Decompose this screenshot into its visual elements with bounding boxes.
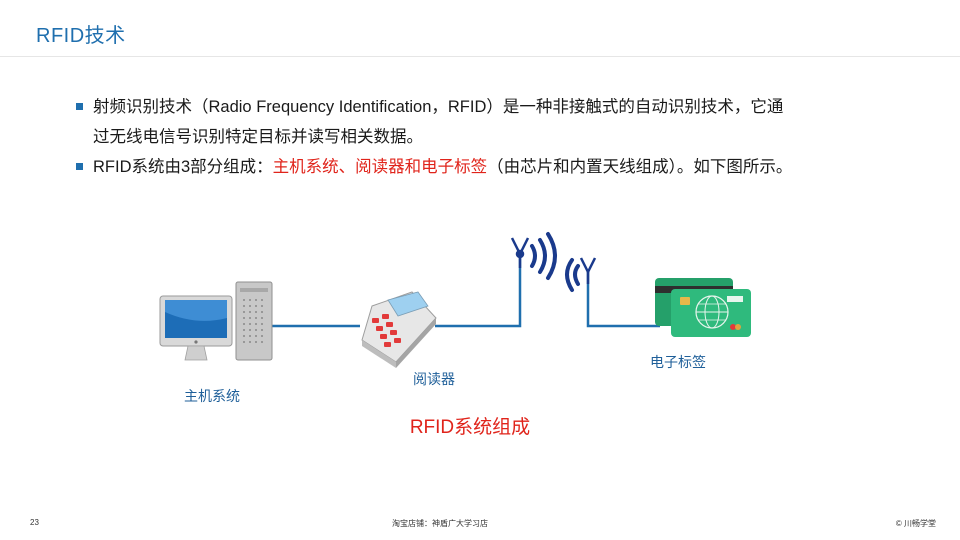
computer-icon (159, 281, 273, 361)
footer-copyright: © 川畅学堂 (895, 519, 936, 528)
diagram-caption: RFID系统组成 (409, 417, 531, 438)
bullet-1-line-2: 过无线电信号识别特定目标并读写相关数据。 (93, 128, 423, 146)
page-number: 23 (30, 518, 39, 527)
radio-wave-icon (530, 232, 557, 280)
card-reader-icon (361, 291, 437, 368)
connection-lines (272, 252, 660, 328)
antenna-icon (510, 237, 530, 268)
bullet-2-highlight: 主机系统、阅读器和电子标签 (272, 158, 488, 176)
tag-antenna-line (586, 270, 660, 328)
slide-title: RFID技术 (36, 25, 126, 47)
bullet-2-suffix: （由芯片和内置天线组成）。如下图所示。 (487, 158, 793, 176)
bullet-2-prefix: RFID系统由3部分组成： (93, 158, 273, 176)
reader-antenna-line (435, 252, 522, 328)
bullet-item-2: RFID系统由3部分组成：主机系统、阅读器和电子标签（由芯片和内置天线组成）。如… (76, 152, 916, 182)
antenna-icon (579, 257, 597, 284)
tag-label: 电子标签 (650, 354, 706, 370)
radio-wave-icon (565, 258, 580, 292)
host-system-label: 主机系统 (184, 388, 240, 404)
bullet-1-line-1: 射频识别技术（Radio Frequency Identification，RF… (93, 98, 784, 116)
title-divider (0, 56, 960, 57)
bullet-list: 射频识别技术（Radio Frequency Identification，RF… (76, 92, 916, 182)
reader-label: 阅读器 (413, 371, 455, 387)
rfid-card-icon (655, 278, 751, 337)
footer-store: 淘宝店铺：神盾广大学习店 (392, 519, 488, 528)
bullet-square-icon (76, 163, 83, 170)
bullet-item-1: 射频识别技术（Radio Frequency Identification，RF… (76, 92, 916, 122)
bullet-item-1-cont: 过无线电信号识别特定目标并读写相关数据。 (76, 122, 916, 152)
bullet-square-icon (76, 103, 83, 110)
